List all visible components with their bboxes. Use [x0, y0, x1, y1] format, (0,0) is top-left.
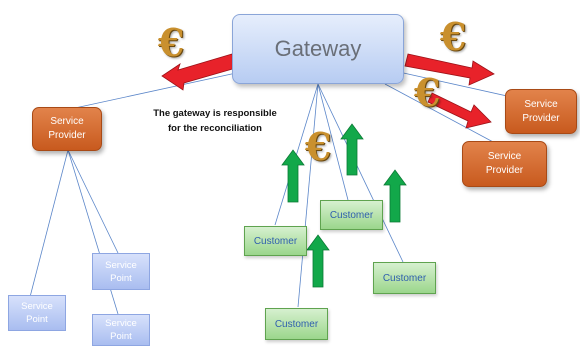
connector-line — [317, 83, 404, 263]
service-provider-node: Service Provider — [505, 89, 577, 134]
service-point-label: Service Point — [105, 318, 137, 342]
service-point-node: Service Point — [8, 295, 66, 331]
customer-label: Customer — [382, 272, 427, 284]
outflow-arrow — [404, 53, 495, 86]
service-provider-label: Service Provider — [48, 116, 86, 141]
connector-line — [317, 83, 349, 201]
euro-coin-icon: € — [414, 70, 441, 115]
service-provider-node: Service Provider — [462, 141, 547, 187]
gateway-node: Gateway — [232, 14, 404, 84]
reconciliation-note: The gateway is responsible for the recon… — [153, 108, 277, 134]
service-point-node: Service Point — [92, 253, 150, 290]
service-point-label: Service Point — [105, 259, 137, 284]
inflow-arrow — [340, 123, 364, 176]
inflow-arrow — [281, 149, 305, 203]
gateway-label: Gateway — [274, 36, 362, 61]
service-provider-label: Service Provider — [485, 151, 524, 176]
outflow-arrow — [161, 53, 237, 91]
connector-line — [389, 69, 526, 101]
customer-node: Customer — [265, 308, 328, 340]
connector-line — [74, 69, 251, 109]
euro-coin-icon: € — [440, 14, 467, 59]
customer-node: Customer — [373, 262, 436, 294]
euro-coin-icon: € — [305, 124, 332, 169]
connector-line — [384, 83, 496, 144]
connector-line — [297, 83, 319, 308]
service-provider-node: Service Provider — [32, 107, 102, 151]
customer-label: Customer — [274, 318, 319, 330]
customer-node: Customer — [244, 226, 307, 256]
service-point-node: Service Point — [92, 314, 150, 346]
service-provider-label: Service Provider — [522, 98, 560, 124]
customer-node: Customer — [320, 200, 383, 230]
connector-line — [67, 149, 119, 254]
customer-label: Customer — [253, 235, 298, 247]
euro-coin-icon: € — [158, 20, 185, 65]
customer-label: Customer — [329, 209, 374, 221]
inflow-arrow — [306, 234, 330, 288]
connector-line — [29, 149, 69, 298]
service-point-label: Service Point — [21, 301, 53, 325]
outflow-arrow — [427, 92, 492, 129]
inflow-arrow — [383, 169, 407, 223]
